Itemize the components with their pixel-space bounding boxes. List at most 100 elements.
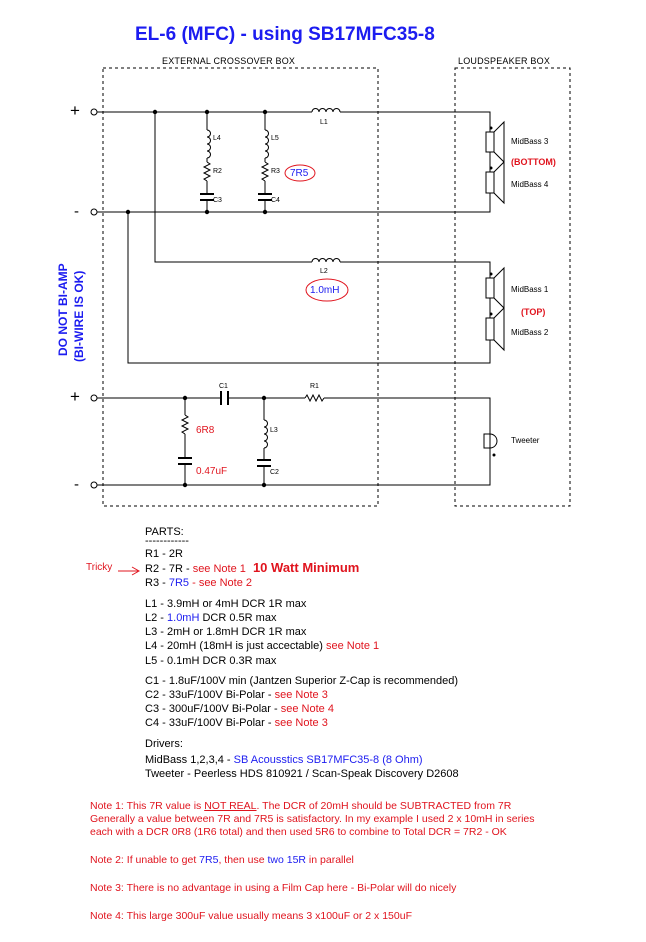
loudspeaker-box-label: LOUDSPEAKER BOX [458,56,551,66]
side-note: DO NOT BI-AMP (BI-WIRE IS OK) [56,246,96,362]
label-midbass1: MidBass 1 [511,285,549,294]
part-r3: R3 - 7R5 - see Note 2 [145,576,252,590]
inductor-l4 [206,129,211,159]
label-midbass3: MidBass 3 [511,137,549,146]
label-c1: C1 [219,383,228,390]
part-l4-text: L4 - 20mH (18mH is just accectable) [145,640,326,652]
label-midbass2: MidBass 2 [511,328,549,337]
label-l4: L4 [213,135,221,142]
shunt-c-value: 0.47uF [196,466,228,477]
driver-midbass-1 [485,266,505,310]
part-c4: C4 - 33uF/100V Bi-Polar - see Note 3 [145,716,328,730]
part-l2-value: 1.0mH [167,612,200,624]
r3-value-circle [284,164,316,182]
part-r1: R1 - 2R [145,548,183,560]
note-1-suffix: . The DCR of 20mH should be SUBTRACTED f… [256,800,512,812]
part-c2-note: see Note 3 [274,689,328,701]
part-r2: R2 - 7R - see Note 1 10 Watt Minimum [145,561,359,576]
part-r2-text: R2 - 7R - [145,563,193,575]
terminal-1 [90,108,98,116]
terminal-2-minus: - [74,203,79,220]
part-c3-note: see Note 4 [280,703,334,715]
note-1-line1: Note 1: This 7R value is NOT REAL. The D… [90,800,511,813]
label-r2: R2 [213,168,222,175]
part-l2: L2 - 1.0mH DCR 0.5R max [145,611,276,625]
resistor-6r8 [180,414,190,435]
diagram-title: EL-6 (MFC) - using SB17MFC35-8 [135,24,435,45]
part-c4-text: C4 - 33uF/100V Bi-Polar - [145,717,275,729]
r3-value: 7R5 [290,168,309,179]
label-c4: C4 [271,197,280,204]
resistor-r3 [260,161,270,182]
part-c2-text: C2 - 33uF/100V Bi-Polar - [145,689,275,701]
side-note-line2: (BI-WIRE IS OK) [72,270,86,362]
side-note-line1: DO NOT BI-AMP [56,263,70,356]
parts-rule: ------------ [145,535,189,547]
resistor-r2 [202,161,212,182]
label-l2: L2 [320,268,328,275]
driver-midbass-4 [485,160,505,205]
l2-value-circle [305,278,349,302]
part-r3-value: 7R5 [168,577,190,589]
part-c3-text: C3 - 300uF/100V Bi-Polar - [145,703,281,715]
part-l4: L4 - 20mH (18mH is just accectable) see … [145,639,379,653]
note-2-alt: two 15R [267,854,307,866]
driver-tweeter [483,433,498,449]
label-midbass4: MidBass 4 [511,180,549,189]
note-1-prefix: Note 1: This 7R value is [90,800,205,812]
driver-midbass-3 [485,120,505,164]
drivers-tweeter: Tweeter - Peerless HDS 810921 / Scan-Spe… [145,768,459,780]
part-r2-wattage: 10 Watt Minimum [252,560,360,575]
part-l1: L1 - 3.9mH or 4mH DCR 1R max [145,598,307,610]
terminal-1-plus: + [70,101,80,120]
note-1-line2: Generally a value between 7R and 7R5 is … [90,813,535,825]
inductor-l2 [311,258,341,263]
terminal-3-plus: + [70,387,80,406]
label-r1: R1 [310,383,319,390]
resistor-r1 [304,393,325,403]
note-1-emphasis: NOT REAL [204,800,257,812]
drivers-header: Drivers: [145,738,183,750]
label-c3: C3 [213,197,222,204]
label-bottom: (BOTTOM) [511,157,556,167]
part-c1: C1 - 1.8uF/100V min (Jantzen Superior Z-… [145,675,459,687]
part-c3: C3 - 300uF/100V Bi-Polar - see Note 4 [145,702,334,716]
inductor-l5 [264,129,269,159]
drivers-midbass-text: MidBass 1,2,3,4 - [145,754,234,766]
part-l2-text: L2 - [145,612,168,624]
part-l4-note: see Note 1 [325,640,380,652]
part-l3: L3 - 2mH or 1.8mH DCR 1R max [145,626,307,638]
part-l5: L5 - 0.1mH DCR 0.3R max [145,655,277,667]
note-1-line3: each with a DCR 0R8 (1R6 total) and then… [90,826,507,838]
terminal-4-minus: - [74,476,79,493]
note-3: Note 3: There is no advantage in using a… [90,882,457,894]
label-tweeter: Tweeter [511,436,540,445]
external-box-label: EXTERNAL CROSSOVER BOX [162,56,296,66]
part-r3-text: R3 - [145,577,169,589]
parts-header: PARTS: [145,526,184,538]
tricky-label: Tricky [86,562,113,573]
label-r3: R3 [271,168,280,175]
driver-midbass-2 [485,306,505,352]
label-l3: L3 [270,427,278,434]
note-2-c: , then use [218,854,268,866]
inductor-l3 [263,419,268,449]
label-c2: C2 [270,469,279,476]
inductor-l1 [311,108,341,113]
note-2-value: 7R5 [199,854,219,866]
label-top: (TOP) [521,307,546,317]
note-4: Note 4: This large 300uF value usually m… [90,910,412,922]
part-r2-note: see Note 1 [192,563,246,575]
part-c4-note: see Note 3 [274,717,328,729]
drivers-midbass: MidBass 1,2,3,4 - SB Acousstics SB17MFC3… [145,753,423,767]
part-r3-note: - see Note 2 [192,577,253,589]
terminal-4 [90,481,98,489]
external-crossover-box [102,67,379,507]
label-l1: L1 [320,119,328,126]
note-2-e: in parallel [306,854,354,866]
part-l2-dcr: DCR 0.5R max [199,612,277,624]
terminal-2 [90,208,98,216]
label-l5: L5 [271,135,279,142]
tricky-arrow [118,566,141,576]
